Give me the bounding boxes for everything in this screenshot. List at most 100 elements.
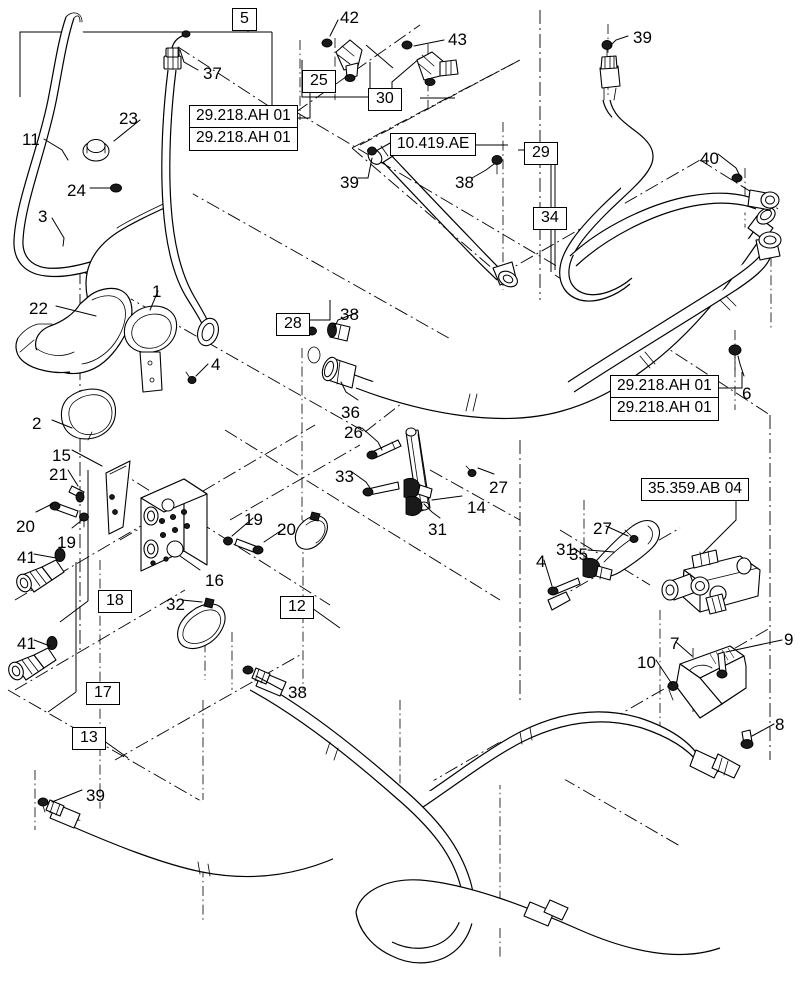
callout-38-upper: 38 xyxy=(455,173,474,192)
fitting-38-center xyxy=(327,322,351,342)
screw-9 xyxy=(716,651,728,679)
pin-4-right xyxy=(547,577,581,611)
callout-32: 32 xyxy=(166,595,185,614)
callout-20-left: 20 xyxy=(16,517,35,536)
callout-23: 23 xyxy=(119,109,138,128)
tube-assembly-5 xyxy=(161,30,219,347)
callout-7: 7 xyxy=(670,634,680,653)
callout-6: 6 xyxy=(742,384,752,403)
screw-27-right xyxy=(624,529,639,543)
callout-41-upper: 41 xyxy=(17,548,36,567)
callout-37: 37 xyxy=(203,64,222,83)
washer-42 xyxy=(321,38,333,48)
seal-ring-2 xyxy=(60,388,117,441)
callout-11: 11 xyxy=(22,130,40,149)
callout-42: 42 xyxy=(340,8,359,27)
group-box-30: 30 xyxy=(368,88,402,111)
callout-41-lower: 41 xyxy=(17,634,36,653)
bracket-7 xyxy=(675,645,747,719)
callout-27-right: 27 xyxy=(593,519,612,538)
reference-line: 29.218.AH 01 xyxy=(611,397,718,419)
reference-line: 29.218.AH 01 xyxy=(617,377,712,394)
fitting-30 xyxy=(416,51,459,86)
clamp-32 xyxy=(177,597,226,650)
group-box-13: 13 xyxy=(72,727,106,750)
callout-27-center: 27 xyxy=(489,478,508,497)
callout-40: 40 xyxy=(700,149,719,168)
callout-14: 14 xyxy=(467,498,486,517)
plate-15 xyxy=(105,460,131,535)
pin-19-right xyxy=(223,536,233,546)
callout-43: 43 xyxy=(448,30,467,49)
callout-22: 22 xyxy=(29,299,48,318)
callout-26: 26 xyxy=(344,423,363,442)
screw-20-left xyxy=(49,501,79,518)
valve-assembly xyxy=(661,549,761,615)
group-box-28: 28 xyxy=(276,313,310,336)
callout-15: 15 xyxy=(52,446,71,465)
callout-36: 36 xyxy=(341,403,360,422)
callout-16: 16 xyxy=(205,571,224,590)
fitting-23 xyxy=(82,139,110,162)
callout-1: 1 xyxy=(152,282,162,301)
manifold-16 xyxy=(140,478,208,572)
elbow-41-upper xyxy=(16,548,66,593)
fitting-31-right xyxy=(582,557,613,581)
hose-29 xyxy=(559,40,654,302)
callout-10: 10 xyxy=(637,653,656,672)
group-box-18: 18 xyxy=(98,590,132,613)
hose-36 xyxy=(321,207,776,419)
hose-6 xyxy=(567,231,782,393)
screw-21 xyxy=(68,485,85,503)
callout-9: 9 xyxy=(784,630,794,649)
callout-4-right: 4 xyxy=(536,552,546,571)
screw-8 xyxy=(740,729,754,749)
washer-43 xyxy=(401,40,413,50)
callout-19-left: 19 xyxy=(57,533,76,552)
callout-21: 21 xyxy=(49,465,68,484)
callout-39-bottom: 39 xyxy=(86,786,105,805)
callout-20-right: 20 xyxy=(277,520,296,539)
callout-8: 8 xyxy=(775,715,785,734)
screw-4-left xyxy=(185,371,197,384)
callout-leader-lines xyxy=(33,19,783,803)
oring-28-loose xyxy=(307,346,321,364)
group-box-29: 29 xyxy=(524,142,558,165)
hose-40 xyxy=(569,173,780,267)
callout-3: 3 xyxy=(38,207,48,226)
callout-39-upper: 39 xyxy=(340,173,359,192)
callout-39-top-right: 39 xyxy=(633,28,652,47)
screw-20-right xyxy=(234,538,264,555)
group-box-12: 12 xyxy=(280,596,314,619)
group-box-25: 25 xyxy=(302,70,336,93)
group-box-17: 17 xyxy=(86,682,120,705)
reference-box-right: 29.218.AH 01 29.218.AH 01 xyxy=(610,375,719,421)
pin-10 xyxy=(667,681,679,701)
fitting-31-center xyxy=(403,477,433,517)
callout-19-right: 19 xyxy=(244,510,263,529)
reference-line: 29.218.AH 01 xyxy=(196,107,291,124)
reference-box-35359AB04: 35.359.AB 04 xyxy=(641,478,749,502)
fitting-25 xyxy=(335,39,363,82)
elbow-41-lower xyxy=(8,636,58,681)
callout-24: 24 xyxy=(67,181,86,200)
reference-box-top-left: 29.218.AH 01 29.218.AH 01 xyxy=(189,105,298,151)
screw-33 xyxy=(362,481,400,497)
group-box-34: 34 xyxy=(533,207,567,230)
callout-38-lower: 38 xyxy=(288,683,307,702)
callout-4: 4 xyxy=(211,355,221,374)
bracket-1 xyxy=(123,305,178,393)
pin-19-left xyxy=(79,512,89,528)
boot-22 xyxy=(15,287,133,375)
hose-34 xyxy=(367,141,518,288)
callout-2: 2 xyxy=(32,414,42,433)
group-box-5: 5 xyxy=(232,8,257,31)
callout-35: 35 xyxy=(569,545,588,564)
callout-31-right: 31 xyxy=(556,540,575,559)
callout-38-center: 38 xyxy=(340,305,359,324)
reference-box-10419AE: 10.419.AE xyxy=(390,133,477,157)
washer-24 xyxy=(110,183,122,193)
clamp-19-right-ring xyxy=(294,511,328,550)
